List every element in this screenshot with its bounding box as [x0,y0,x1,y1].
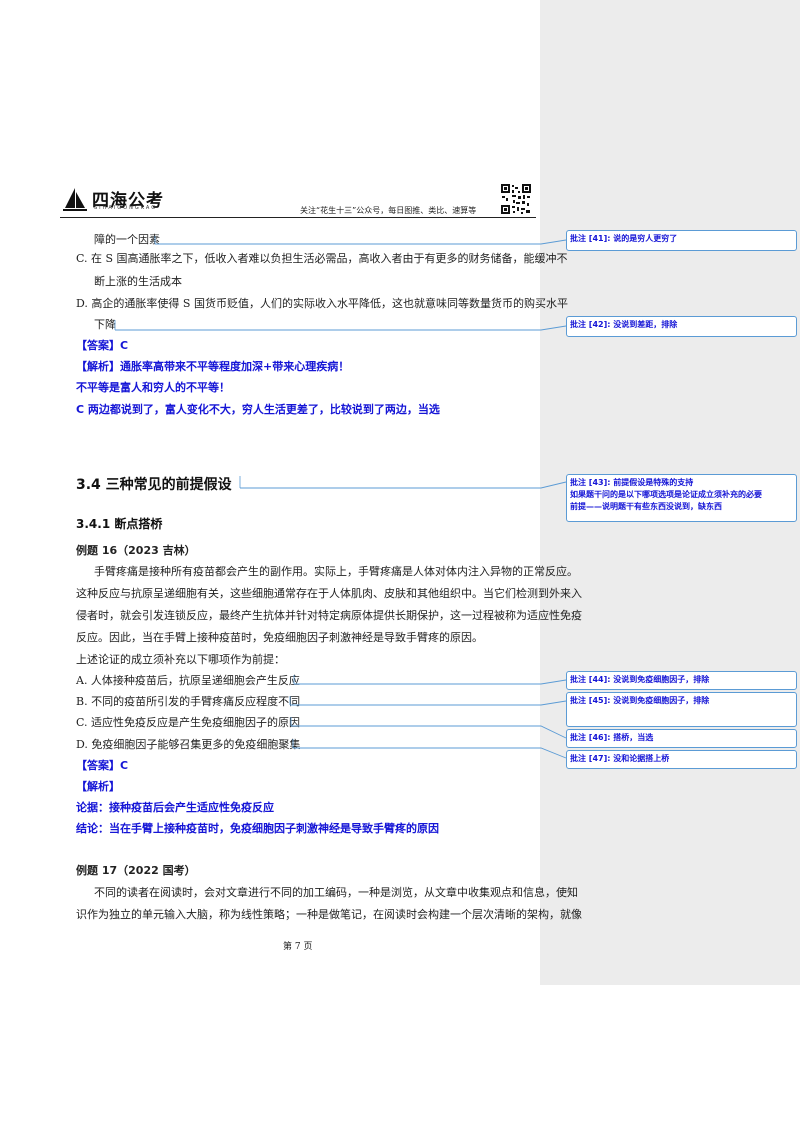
paragraph-line: 侵者时，就会引发连锁反应，最终产生抗体并针对特定病原体提供长期保护，这一过程被称… [76,609,582,622]
comment-42[interactable]: 批注 [42]: 没说到差距，排除 [566,316,797,337]
comment-text: 批注 [44]: 没说到免疫细胞因子，排除 [570,675,710,684]
comment-text: 批注 [46]: 搭桥，当选 [570,733,654,742]
comment-text: 如果题干问的是以下哪项选项是论证成立须补充的必要 [570,490,762,499]
document-page [0,0,540,985]
page-number: 第 7 页 [283,942,313,952]
option-c-line-2: 断上涨的生活成本 [94,275,182,288]
answer-line: 【答案】C [76,759,129,772]
comment-text: 批注 [47]: 没和论据搭上桥 [570,754,670,763]
page-gap [0,985,800,1132]
text-line: 障的一个因素 [94,233,160,246]
analysis-label: 【解析】 [76,780,120,793]
header-logo: 四海公考 SIHAIGONGKAO [62,186,192,214]
paragraph-line: 这种反应与抗原呈递细胞有关，这些细胞通常存在于人体肌肉、皮肤和其他组织中。当它们… [76,587,582,600]
section-heading: 3.4 三种常见的前提假设 [76,477,232,493]
option-b: B. 不同的疫苗所引发的手臂疼痛反应程度不同 [76,695,301,708]
option-c: C. 适应性免疫反应是产生免疫细胞因子的原因 [76,716,301,729]
option-c-line-1: C. 在 S 国高通胀率之下，低收入者难以负担生活必需品，高收入者由于有更多的财… [76,252,568,265]
comment-44[interactable]: 批注 [44]: 没说到免疫细胞因子，排除 [566,671,797,690]
answer-line: 【答案】C [76,339,129,352]
comment-47[interactable]: 批注 [47]: 没和论据搭上桥 [566,750,797,769]
conclusion-line: 结论：当在手臂上接种疫苗时，免疫细胞因子刺激神经是导致手臂疼的原因 [76,822,439,835]
subsection-heading: 3.4.1 断点搭桥 [76,517,163,531]
option-d: D. 免疫细胞因子能够召集更多的免疫细胞聚集 [76,738,301,751]
comment-43[interactable]: 批注 [43]: 前提假设是特殊的支持 如果题干问的是以下哪项选项是论证成立须补… [566,474,797,522]
comment-41[interactable]: 批注 [41]: 说的是穷人更穷了 [566,230,797,251]
analysis-line: 不平等是富人和穷人的不平等！ [76,381,230,394]
example-title: 例题 16（2023 吉林） [76,544,196,557]
comment-text: 批注 [45]: 没说到免疫细胞因子，排除 [570,696,710,705]
option-a: A. 人体接种疫苗后，抗原呈递细胞会产生反应 [76,674,300,687]
comment-text: 批注 [42]: 没说到差距，排除 [570,320,678,329]
header-promo-note: 关注“花生十三”公众号，每日图推、类比、速算等 [300,206,477,215]
comment-text: 批注 [41]: 说的是穷人更穷了 [570,234,678,243]
analysis-line: 【解析】通胀率高带来不平等程度加深+带来心理疾病！ [76,360,350,373]
option-d-line-1: D. 高企的通胀率使得 S 国货币贬值，人们的实际收入水平降低，这也就意味同等数… [76,297,568,310]
paragraph-line: 手臂疼痛是接种所有疫苗都会产生的副作用。实际上，手臂疼痛是人体对体内注入异物的正… [94,565,578,578]
comment-text: 批注 [43]: 前提假设是特殊的支持 [570,478,694,487]
comment-text: 前提——说明题干有些东西没说到，缺东西 [570,502,722,511]
example-title: 例题 17（2022 国考） [76,864,196,877]
comment-45[interactable]: 批注 [45]: 没说到免疫细胞因子，排除 [566,692,797,727]
option-d-line-2: 下降 [94,318,116,331]
analysis-line: C 两边都说到了，富人变化不大，穷人生活更差了，比较说到了两边，当选 [76,403,440,416]
comment-46[interactable]: 批注 [46]: 搭桥，当选 [566,729,797,748]
paragraph-line: 识作为独立的单元输入大脑，称为线性策略；一种是做笔记，在阅读时会构建一个层次清晰… [76,908,582,921]
question-stem: 上述论证的成立须补充以下哪项作为前提： [76,653,285,666]
logo-title: 四海公考 [92,191,164,211]
paragraph-line: 反应。因此，当在手臂上接种疫苗时，免疫细胞因子刺激神经是导致手臂疼的原因。 [76,631,483,644]
logo-sail-icon [63,188,87,211]
header-divider [60,217,536,218]
paragraph-line: 不同的读者在阅读时，会对文章进行不同的加工编码，一种是浏览，从文章中收集观点和信… [94,886,578,899]
logo-subtitle: SIHAIGONGKAO [94,205,158,211]
argument-line: 论据：接种疫苗后会产生适应性免疫反应 [76,801,274,814]
qr-code-icon [500,183,532,215]
